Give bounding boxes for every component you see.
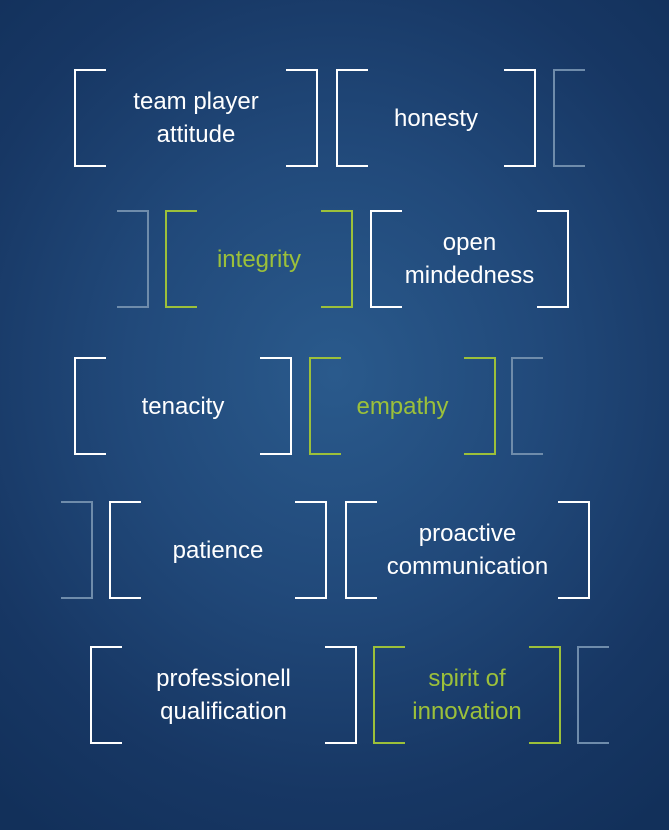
value-box: tenacity [74,357,292,455]
value-box: integrity [165,210,353,308]
bracket-right [504,69,536,167]
value-box: empathy [309,357,496,455]
value-box: professionell qualification [90,646,357,744]
bracket-left [74,69,106,167]
faded-bracket [61,501,93,599]
value-box: honesty [336,69,536,167]
value-label: spirit of innovation [412,665,522,725]
faded-bracket [117,210,149,308]
bracket-right [295,501,327,599]
value-label: integrity [216,245,302,273]
value-box: open mindedness [370,210,569,308]
faded-bracket [577,646,609,744]
bracket-right [321,210,353,308]
bracket-left [109,501,141,599]
faded-bracket [511,357,543,455]
value-label: proactive communication [386,520,549,580]
bracket-left [309,357,341,455]
bracket-left [165,210,197,308]
value-box: patience [109,501,327,599]
bracket-right [260,357,292,455]
bracket-right [537,210,569,308]
bracket-right [558,501,590,599]
bracket-left [345,501,377,599]
bracket-left [336,69,368,167]
value-label: open mindedness [404,229,535,289]
value-label: team player attitude [133,88,259,148]
value-label: professionell qualification [156,665,291,725]
value-label: honesty [393,104,479,132]
bracket-left [373,646,405,744]
bracket-left [370,210,402,308]
value-label: empathy [356,392,449,420]
value-box: proactive communication [345,501,590,599]
bracket-right [529,646,561,744]
value-box: spirit of innovation [373,646,561,744]
value-box: team player attitude [74,69,318,167]
bracket-left [90,646,122,744]
bracket-right [464,357,496,455]
value-label: patience [172,536,264,564]
bracket-right [286,69,318,167]
faded-bracket [553,69,585,167]
bracket-right [325,646,357,744]
value-label: tenacity [141,392,225,420]
bracket-left [74,357,106,455]
